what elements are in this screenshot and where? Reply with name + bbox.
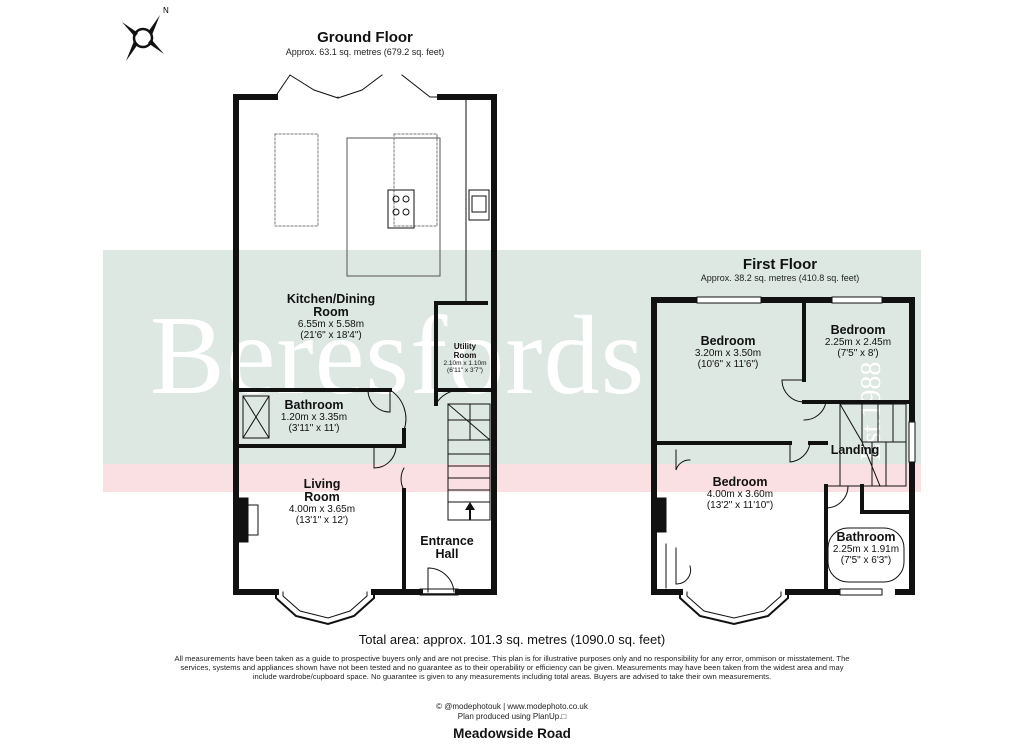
- watermark-banner-green: [103, 250, 921, 464]
- room-bathroom-first-dims: 2.25m x 1.91m (7'5" x 6'3"): [832, 544, 900, 566]
- room-bathroom-ground: Bathroom 1.20m x 3.35m (3'11" x 11'): [262, 398, 366, 435]
- svg-text:N: N: [163, 6, 169, 15]
- room-bedroom-1: Bedroom 3.20m x 3.50m (10'6" x 11'6"): [668, 334, 788, 371]
- room-bedroom-2-name: Bedroom: [830, 323, 886, 337]
- room-bathroom-ground-dims: 1.20m x 3.35m (3'11" x 11'): [280, 412, 348, 434]
- room-utility-dims: 2.10m x 1.10m (6'11" x 3'7"): [443, 360, 487, 374]
- room-living: Living Room 4.00m x 3.65m (13'1" x 12'): [262, 477, 382, 527]
- room-bathroom-first-name: Bathroom: [836, 530, 896, 544]
- sink-icon: [471, 195, 487, 213]
- total-area: Total area: approx. 101.3 sq. metres (10…: [358, 632, 666, 647]
- address: Meadowside Road: [453, 726, 571, 741]
- room-bathroom-ground-name: Bathroom: [284, 398, 344, 412]
- room-bedroom-2-dims: 2.25m x 2.45m (7'5" x 8'): [824, 337, 892, 359]
- room-bedroom-2: Bedroom 2.25m x 2.45m (7'5" x 8'): [808, 323, 908, 360]
- room-bedroom-3-dims: 4.00m x 3.60m (13'2" x 11'10"): [706, 489, 774, 511]
- room-entrance-hall: Entrance Hall: [420, 534, 474, 561]
- room-utility: Utility Room 2.10m x 1.10m (6'11" x 3'7"…: [436, 342, 494, 374]
- room-kitchen-name: Kitchen/Dining Room: [286, 292, 376, 319]
- hob-icon: [387, 189, 415, 229]
- room-bedroom-3-name: Bedroom: [712, 475, 768, 489]
- compass-icon: N: [122, 6, 169, 61]
- watermark-banner-pink: [103, 464, 921, 492]
- room-kitchen-dims: 6.55m x 5.58m (21'6" x 18'4"): [297, 319, 365, 341]
- first-floor-area: Approx. 38.2 sq. metres (410.8 sq. feet): [700, 273, 860, 283]
- credit-line-2: Plan produced using PlanUp.□: [457, 712, 567, 721]
- room-bathroom-first: Bathroom 2.25m x 1.91m (7'5" x 6'3"): [822, 530, 910, 567]
- stair-arrow-icon: [465, 502, 475, 520]
- ground-floor-title: Ground Floor: [317, 29, 413, 46]
- room-kitchen: Kitchen/Dining Room 6.55m x 5.58m (21'6"…: [256, 292, 406, 342]
- room-living-dims: 4.00m x 3.65m (13'1" x 12'): [288, 504, 356, 526]
- room-landing: Landing: [830, 443, 880, 457]
- room-living-name: Living Room: [303, 477, 341, 504]
- room-bedroom-1-name: Bedroom: [700, 334, 756, 348]
- first-floor-title: First Floor: [742, 256, 818, 273]
- room-bedroom-3: Bedroom 4.00m x 3.60m (13'2" x 11'10"): [680, 475, 800, 512]
- ground-floor-area: Approx. 63.1 sq. metres (679.2 sq. feet): [285, 47, 445, 57]
- shower-tray-icon: [242, 395, 270, 439]
- disclaimer: All measurements have been taken as a gu…: [174, 654, 850, 681]
- bath-icon: [827, 527, 905, 583]
- credit-line-1: © @modephotouk | www.modephoto.co.uk: [436, 702, 588, 711]
- room-utility-name: Utility Room: [453, 342, 477, 360]
- room-bedroom-1-dims: 3.20m x 3.50m (10'6" x 11'6"): [694, 348, 762, 370]
